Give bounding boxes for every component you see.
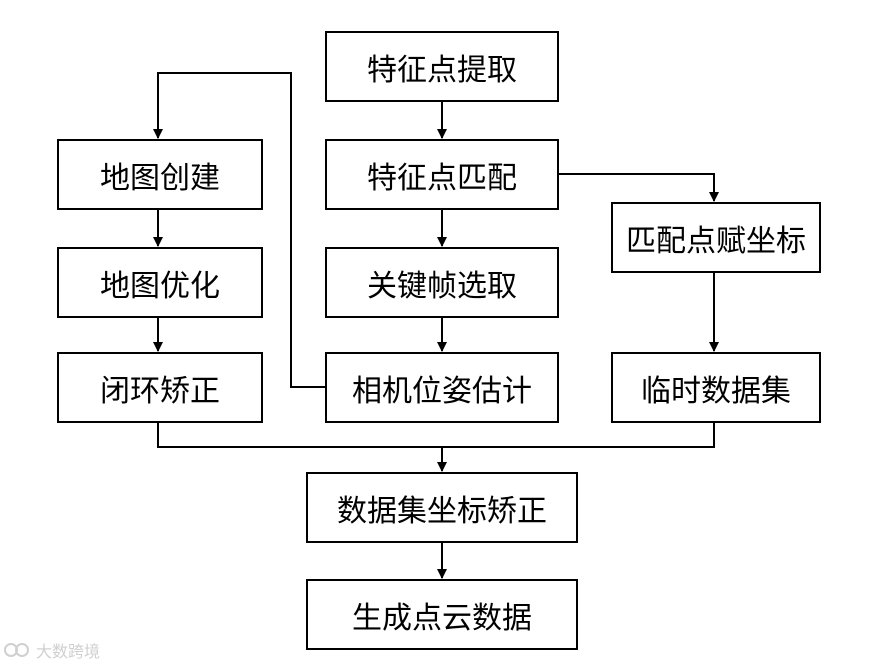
watermark-logo-icon <box>4 643 29 657</box>
node-temporary-dataset: 临时数据集 <box>611 352 821 423</box>
node-dataset-coordinate-correction: 数据集坐标矫正 <box>306 472 578 543</box>
node-generate-point-cloud: 生成点云数据 <box>306 579 578 650</box>
edge-loopclose-join <box>157 423 715 448</box>
node-camera-pose-estimation: 相机位姿估计 <box>325 352 559 423</box>
watermark-text: 大数跨境 <box>36 642 101 661</box>
node-feature-matching: 特征点匹配 <box>325 139 559 210</box>
node-assign-coordinates: 匹配点赋坐标 <box>611 202 821 273</box>
node-feature-extraction: 特征点提取 <box>325 31 559 102</box>
watermark: 大数跨境 <box>4 638 100 662</box>
node-keyframe-selection: 关键帧选取 <box>325 247 559 318</box>
edge-pose-to-mapcreate <box>153 72 325 388</box>
edge-match-to-assign <box>559 173 719 202</box>
node-loop-closure: 闭环矫正 <box>57 352 263 423</box>
node-map-optimization: 地图优化 <box>57 247 263 318</box>
node-map-creation: 地图创建 <box>57 139 263 210</box>
